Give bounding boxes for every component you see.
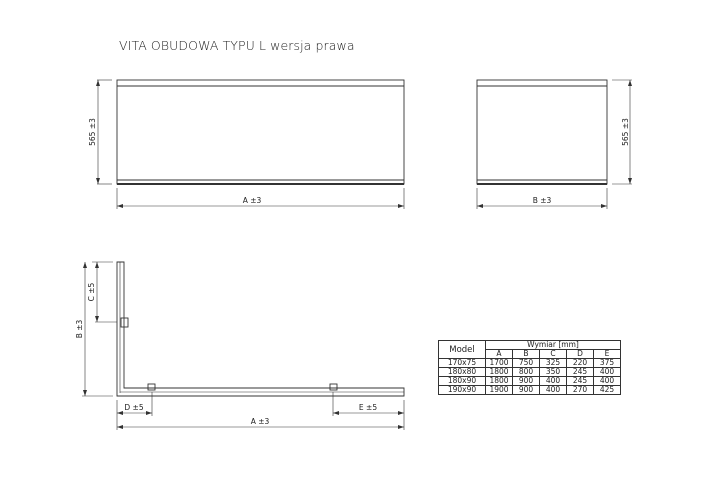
dim-b-side: B ±3 xyxy=(533,196,552,205)
model-cell: 190x90 xyxy=(438,385,486,395)
value-cell: 425 xyxy=(593,385,621,395)
side-panel-view xyxy=(476,79,632,209)
dim-a-front: A ±3 xyxy=(243,196,262,205)
dim-c-plan: C ±5 xyxy=(87,282,96,301)
value-cell: 1900 xyxy=(485,385,513,395)
drawing-title: VITA OBUDOWA TYPU L wersja prawa xyxy=(119,38,355,53)
table-row: 180x80 1800 800 350 245 400 xyxy=(438,367,621,377)
front-panel-view xyxy=(97,79,405,209)
dim-b-plan: B ±3 xyxy=(75,319,84,338)
dim-d-plan: D ±5 xyxy=(124,403,143,412)
dim-a-plan: A ±3 xyxy=(251,417,270,426)
table-row: 170x75 1700 750 325 220 375 xyxy=(438,358,621,368)
table-model-header: Model xyxy=(438,340,486,359)
value-cell: 270 xyxy=(566,385,594,395)
table-row: 190x90 1900 900 400 270 425 xyxy=(438,385,621,395)
value-cell: 900 xyxy=(512,385,540,395)
dimension-table: Model Wymiar [mm] A B C D E 170x75 1700 … xyxy=(438,340,621,395)
dim-e-plan: E ±5 xyxy=(359,403,377,412)
dim-height-side: 565 ±3 xyxy=(621,118,630,146)
dim-height-front: 565 ±3 xyxy=(88,118,97,146)
value-cell: 400 xyxy=(539,385,567,395)
l-plan-view xyxy=(82,261,405,430)
